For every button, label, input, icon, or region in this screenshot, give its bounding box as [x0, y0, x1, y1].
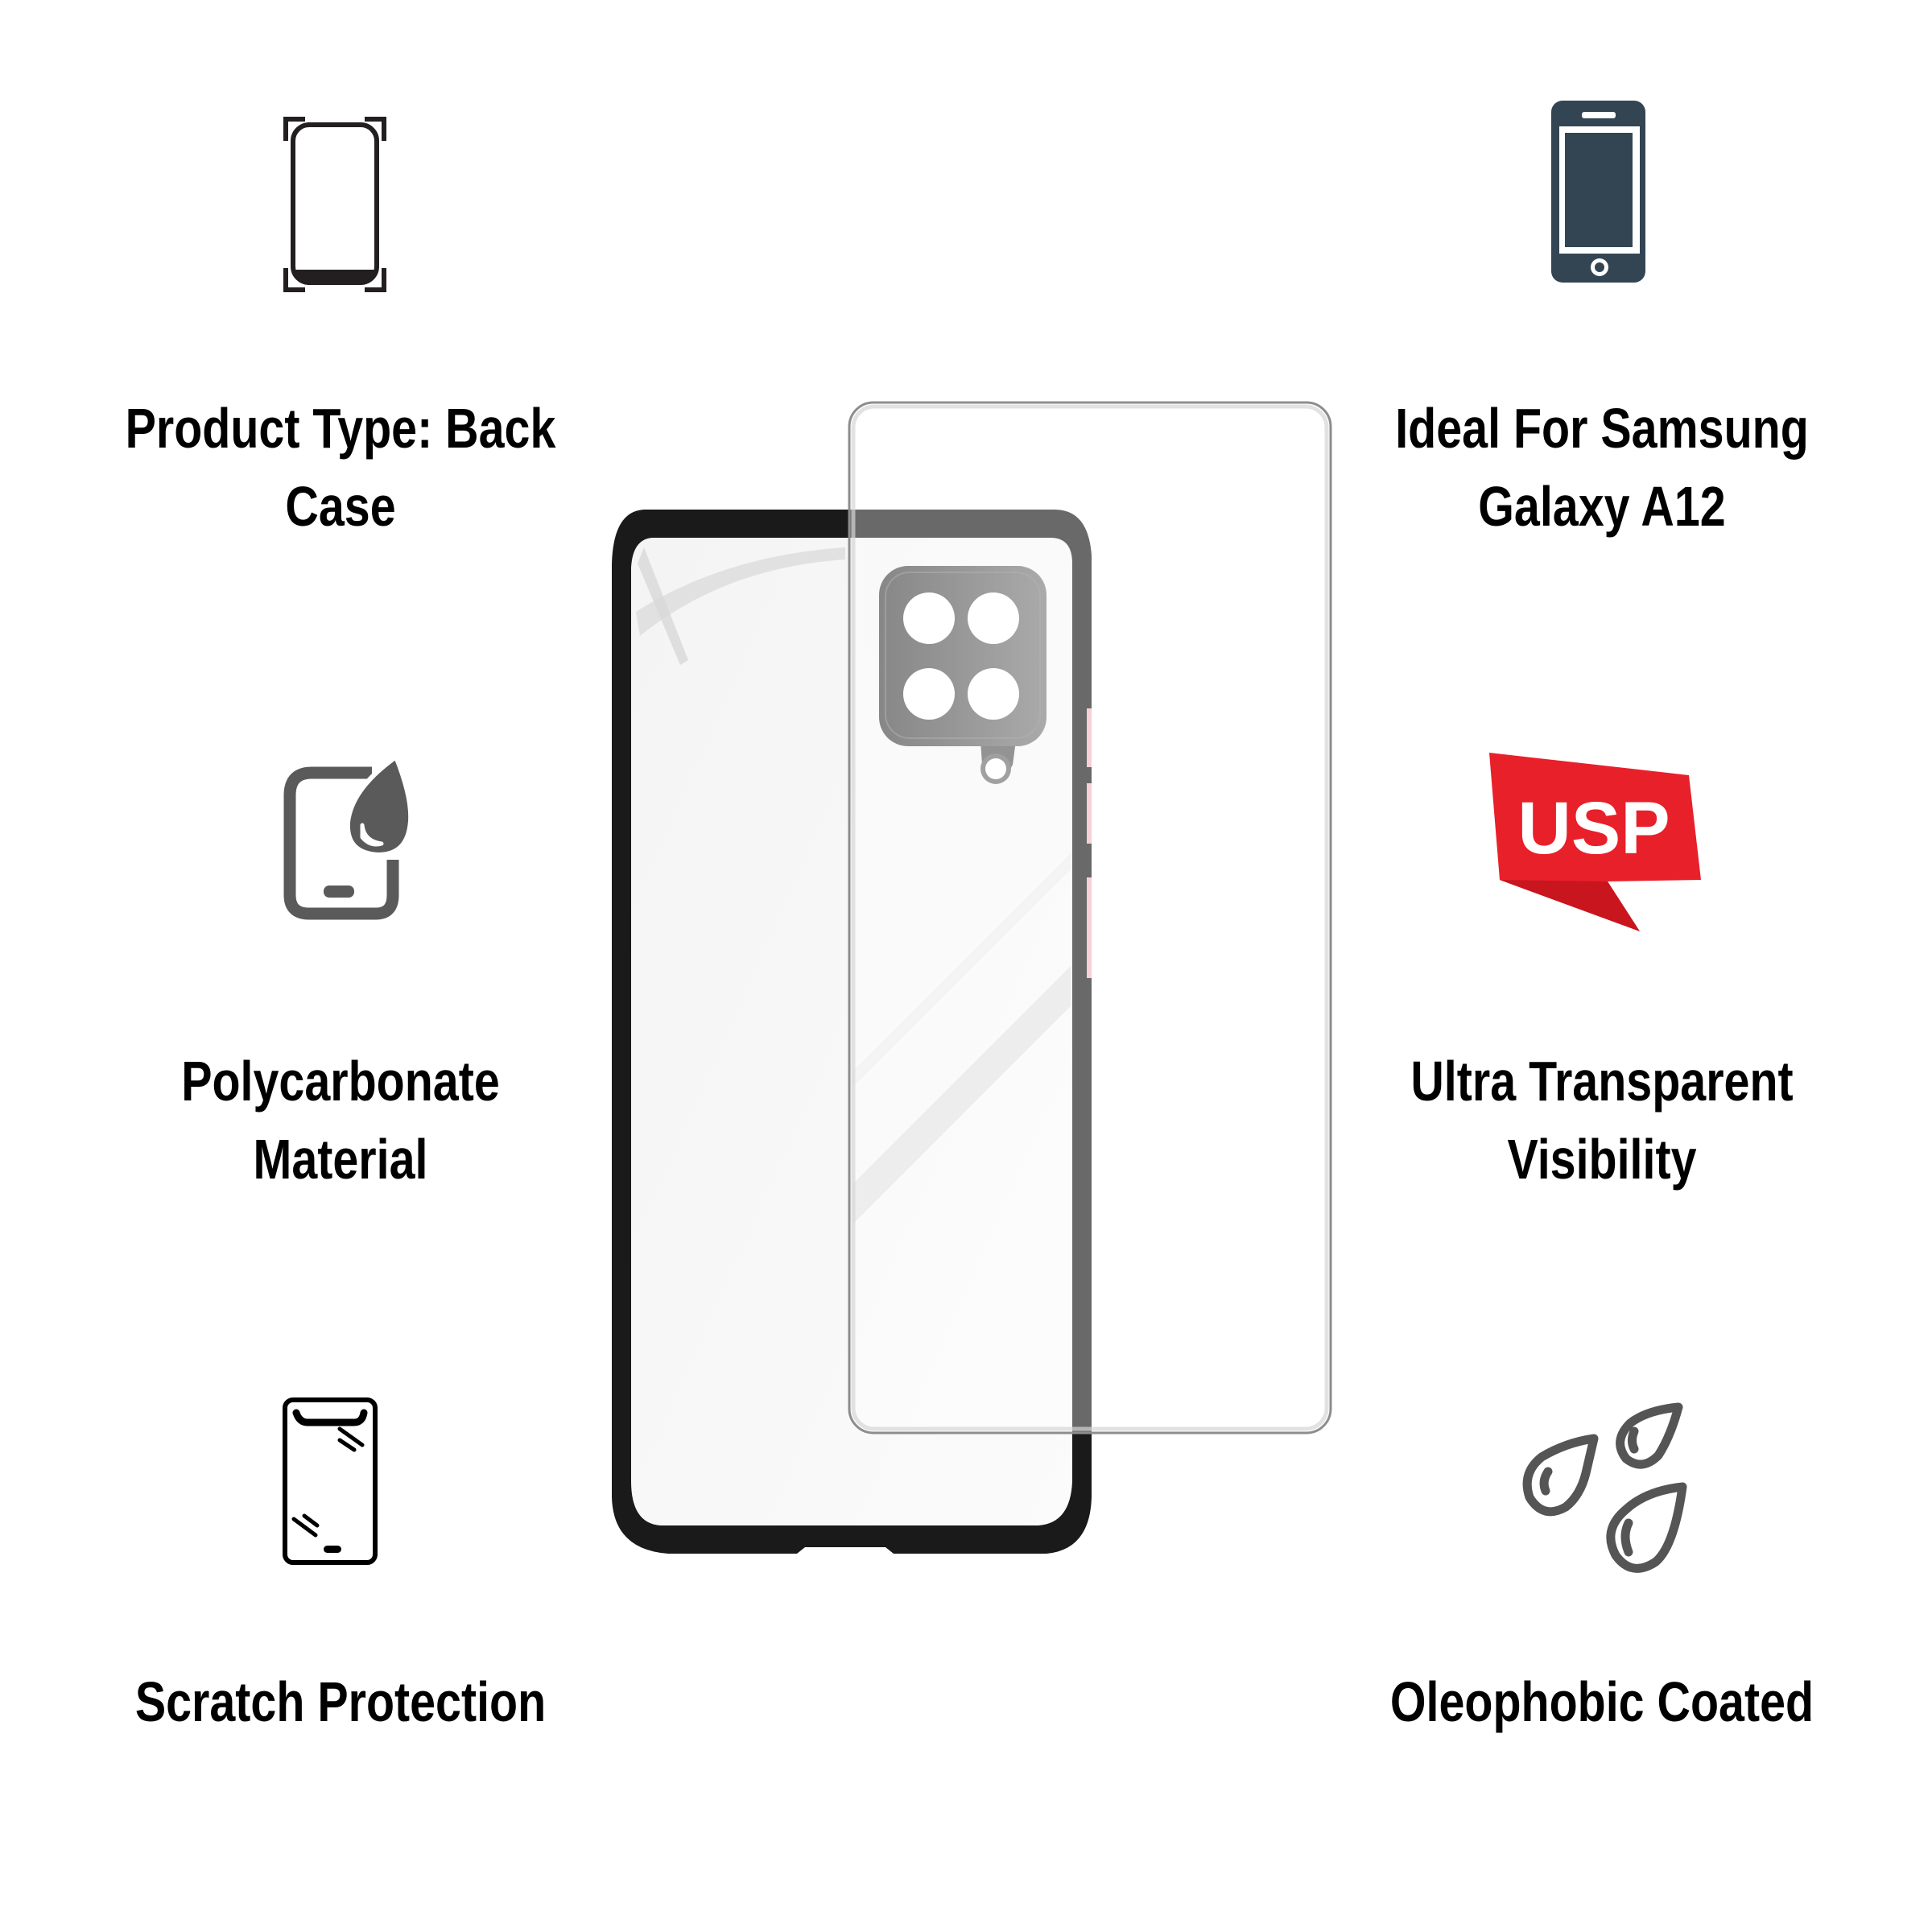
feature-label: Ultra Transparent	[1410, 1050, 1794, 1113]
side-button	[1087, 783, 1092, 844]
phone-case-bracket-icon	[283, 117, 386, 292]
oil-drops-icon	[1517, 1401, 1703, 1590]
feature-label: Case	[285, 475, 396, 538]
feature-coating: Oleophobic Coated	[1280, 1663, 1924, 1741]
smartphone-icon	[1551, 101, 1645, 283]
feature-label: Material	[253, 1128, 428, 1191]
usp-badge-icon: USP	[1489, 753, 1703, 934]
feature-label: Galaxy A12	[1478, 475, 1726, 538]
feature-usp: Ultra Transparent Visibility	[1280, 1042, 1924, 1199]
camera-module	[879, 566, 1046, 784]
feature-label: Oleophobic Coated	[1389, 1670, 1814, 1733]
feature-scratch: Scratch Protection	[19, 1663, 663, 1741]
usp-badge-text: USP	[1517, 787, 1670, 869]
feature-product-type: Product Type: Back Case	[19, 390, 663, 546]
feature-label: Ideal For Samsung	[1395, 397, 1809, 460]
scratch-resistant-phone-icon	[282, 1397, 378, 1566]
feature-material: Polycarbonate Material	[19, 1042, 663, 1199]
side-button	[1087, 877, 1092, 978]
feature-label: Visibility	[1507, 1128, 1697, 1191]
glass-screen-protector	[848, 401, 1332, 1435]
feature-label: Polycarbonate	[181, 1050, 500, 1113]
phone-water-drop-icon	[283, 757, 416, 922]
feature-label: Product Type: Back	[125, 397, 556, 460]
feature-compatibility: Ideal For Samsung Galaxy A12	[1280, 390, 1924, 546]
side-button	[1087, 708, 1092, 767]
feature-label: Scratch Protection	[134, 1670, 547, 1733]
